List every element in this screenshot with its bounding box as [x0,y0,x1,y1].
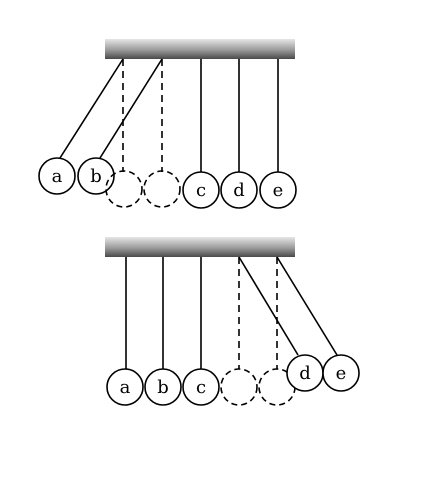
top-panel: a b c d e [38,39,297,209]
ball-b: b [144,368,182,406]
ball-e: e [259,171,297,209]
bottom-panel: a b c d e [105,237,360,406]
ball-a: a [38,157,76,195]
ball-b: b [77,157,115,195]
ball-d: d [286,354,324,392]
support-bar [105,237,295,257]
ball-label: d [233,180,245,201]
ball-label: e [336,363,347,384]
string-b [99,58,163,159]
ball-label: d [299,363,311,384]
ball-label: a [52,166,63,187]
string-e [276,256,338,356]
ball-a: a [106,368,144,406]
ball-label: e [273,180,284,201]
string-d [238,256,299,356]
ghost-ball [143,170,181,208]
ball-label: b [90,166,102,187]
ball-label: c [196,180,206,201]
ghost-ball [105,170,143,208]
ball-label: a [120,377,131,398]
ball-d: d [220,171,258,209]
ball-label: c [196,377,206,398]
string-a [59,58,124,159]
ball-c: c [182,171,220,209]
ball-label: b [157,377,169,398]
ball-e: e [322,354,360,392]
ball-c: c [182,368,220,406]
ghost-ball [220,368,258,406]
support-bar [105,39,295,59]
